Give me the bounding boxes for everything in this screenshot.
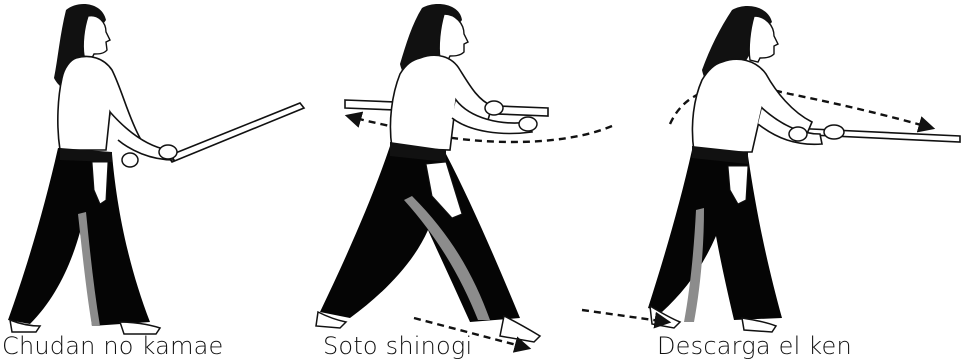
figure-descarga-el-ken xyxy=(582,6,960,332)
caption-chudan-no-kamae: Chudan no kamae xyxy=(2,333,224,360)
face xyxy=(439,14,468,60)
hands xyxy=(159,145,177,159)
figure-chudan-no-kamae xyxy=(8,4,304,334)
ken-sword xyxy=(168,103,304,162)
foot xyxy=(742,318,776,332)
figure-soto-shinogi xyxy=(316,4,612,348)
hakama xyxy=(648,150,782,320)
foot xyxy=(500,316,540,342)
hands xyxy=(789,127,807,141)
face xyxy=(83,16,110,58)
keikogi xyxy=(390,55,492,150)
hakama xyxy=(320,146,520,322)
hands xyxy=(485,101,503,115)
hakama xyxy=(8,148,150,326)
hands xyxy=(824,125,844,139)
hands xyxy=(519,117,537,131)
caption-soto-shinogi: Soto shinogi xyxy=(323,333,472,360)
hands xyxy=(122,153,138,167)
foot xyxy=(650,306,680,328)
caption-descarga-el-ken: Descarga el ken xyxy=(657,333,852,360)
face xyxy=(749,16,778,62)
